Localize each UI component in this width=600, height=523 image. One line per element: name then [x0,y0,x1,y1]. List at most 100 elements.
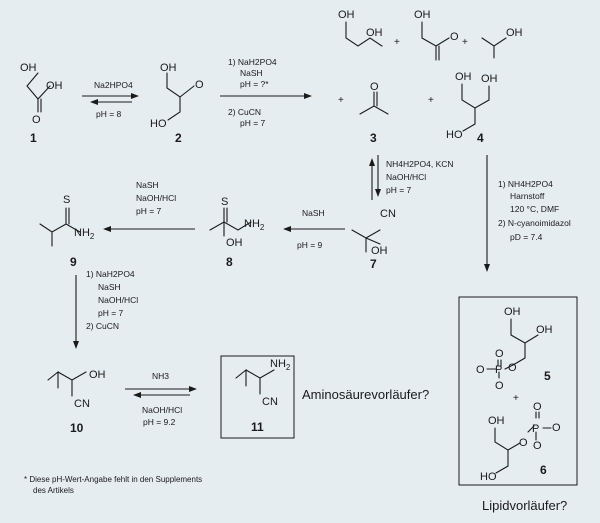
atom-oh: OH [226,237,243,249]
condition-ph-8: pH = 8 [96,109,122,119]
atom-o: O [519,437,528,449]
atom-cn: CN [74,398,90,410]
compound-3-structure: O [359,81,389,115]
condition-harnstoff: Harnstoff [510,191,545,201]
atom-o: O [495,348,504,360]
plus-sign: + [428,95,434,106]
equilibrium-arrow-3-7 [369,155,381,200]
compound-number-3: 3 [370,131,377,145]
condition-naoh-hcl: NaOH/HCl [136,193,176,203]
atom-oh: OH [504,306,521,318]
arrow-7-to-8 [283,226,345,232]
footnote-line-2: des Artikels [33,486,74,495]
condition-naoh-hcl: NaOH/HCl [98,295,138,305]
condition-nh3: NH3 [152,371,169,381]
condition-n-cyanoimidazol: 2) N-cyanoimidazol [498,218,571,228]
compound-number-9: 9 [70,255,77,269]
atom-oh: OH [366,27,383,39]
atom-o: O [195,79,204,91]
compound-11-structure: NH2 CN [235,358,291,408]
condition-nh4h2po4-kcn: NH4H2PO4, KCN [386,159,454,169]
atom-cn: CN [380,208,396,220]
atom-p: P [532,423,539,435]
atom-o: O [508,362,517,374]
plus-sign: + [513,393,519,404]
compound-6-structure: OH HO O P O O O [480,401,561,483]
condition-ph-unknown: pH = ?* [240,79,269,89]
atom-o: O [533,401,542,413]
amino-precursor-box [220,355,295,439]
compound-5-structure: OH OH O O P O O [476,306,553,392]
condition-ph-9-2: pH = 9.2 [143,417,176,427]
condition-ph-7: pH = 7 [98,308,124,318]
atom-o: O [495,380,504,392]
compound-number-7: 7 [370,257,377,271]
atom-oh: OH [338,9,355,21]
compound-number-1: 1 [30,131,37,145]
atom-o: O [450,31,459,43]
compound-number-8: 8 [226,255,233,269]
atom-nh2: NH2 [244,218,265,232]
compound-7-structure: CN OH [351,208,396,257]
compound-2-structure: OH O HO [150,62,204,130]
atom-oh: OH [414,9,431,21]
condition-nash: NaSH [302,208,325,218]
compound-number-5: 5 [544,369,551,383]
atom-o: O [533,440,542,452]
atom-oh: OH [46,80,63,92]
lipid-precursor-label: Lipidvorläufer? [482,498,567,513]
compound-8-structure: S NH2 OH [209,196,265,249]
atom-o: O [552,422,561,434]
equilibrium-arrow-1-2 [82,93,139,105]
condition-cucn: 2) CuCN [86,321,119,331]
condition-na2hpo4: Na2HPO4 [94,80,133,90]
lipid-precursor-box [458,296,578,486]
condition-nah2po4: 1) NaH2PO4 [228,57,277,67]
plus-sign: + [338,95,344,106]
condition-120c-dmf: 120 °C, DMF [510,204,559,214]
arrow-2-to-products [220,93,312,99]
atom-oh: OH [481,73,498,85]
compound-number-2: 2 [175,131,182,145]
atom-o: O [32,114,41,126]
plus-sign: + [462,37,468,48]
atom-oh: OH [455,71,472,83]
condition-nash: NaSH [136,180,159,190]
atom-oh: OH [89,369,106,381]
atom-o: O [370,81,379,93]
condition-nash: NaSH [240,68,263,78]
condition-nh4h2po4: 1) NH4H2PO4 [498,179,553,189]
product-propanediol: OH OH [338,9,383,47]
condition-ph-7: pH = 7 [240,118,266,128]
condition-ph-7: pH = 7 [136,206,162,216]
product-hydroxyacetone: OH O [414,9,459,61]
plus-sign: + [394,37,400,48]
compound-number-4: 4 [477,131,484,145]
condition-nah2po4: 1) NaH2PO4 [86,269,135,279]
compound-number-6: 6 [540,463,547,477]
compound-9-structure: S NH2 [39,194,95,247]
atom-oh: OH [536,324,553,336]
condition-nash: NaSH [98,282,121,292]
atom-p: P [495,364,502,376]
compound-4-structure: OH OH HO [446,71,498,141]
atom-nh2: NH2 [74,227,95,241]
arrow-8-to-9 [103,226,195,232]
equilibrium-arrow-10-11 [125,386,197,398]
condition-naoh-hcl: NaOH/HCl [386,172,426,182]
atom-s: S [63,194,70,206]
compound-1-structure: OH OH O [20,62,63,126]
atom-ho: HO [480,471,497,483]
atom-nh2: NH2 [270,358,291,372]
atom-s: S [221,196,228,208]
amino-precursor-label: Aminosäurevorläufer? [302,387,429,402]
atom-oh: OH [488,415,505,427]
compound-number-10: 10 [70,421,84,435]
compound-10-structure: OH CN [47,369,106,410]
arrow-4-to-lipids [484,155,490,272]
atom-o: O [476,364,485,376]
condition-cucn: 2) CuCN [228,107,261,117]
footnote-line-1: * Diese pH-Wert-Angabe fehlt in den Supp… [24,475,202,484]
atom-ho: HO [446,129,463,141]
